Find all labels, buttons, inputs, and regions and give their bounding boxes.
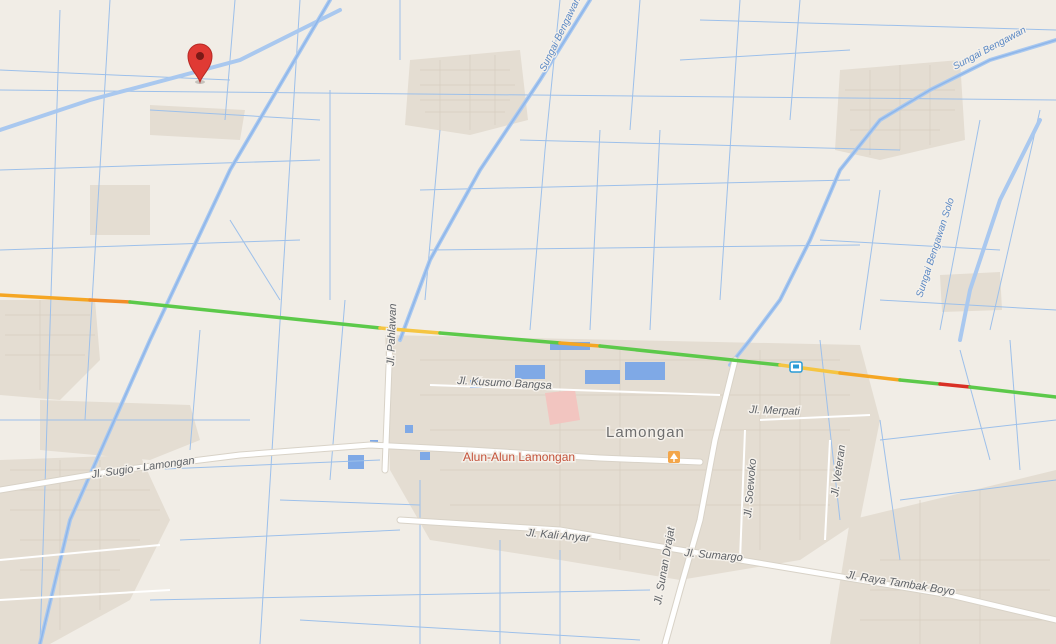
water-bodies [348, 342, 665, 469]
city-label: Lamongan [606, 424, 685, 441]
road-label-kali-anyar: Jl. Kali Anyar [525, 527, 592, 545]
roads [0, 337, 1056, 644]
minor-roads [0, 384, 871, 601]
road-sunan-drajat [662, 357, 738, 644]
road-label-pahlawan: Jl. Pahlawan [385, 303, 399, 367]
hospital-area [545, 390, 580, 425]
road-label-merpati: Jl. Merpati [748, 404, 801, 418]
road-sugio-lamongan [0, 442, 703, 493]
rivers-core [39, 0, 1056, 644]
park-icon[interactable] [668, 451, 680, 463]
poi-label[interactable]: Alun-Alun Lamongan [462, 449, 577, 466]
road-pahlawan [382, 337, 393, 473]
location-pin-icon[interactable] [187, 43, 213, 84]
road-label-kusumo-bangsa: Jl. Kusumo Bangsa [456, 375, 552, 392]
bus-stop-icon[interactable] [789, 361, 803, 373]
road-kali-anyar [397, 517, 1056, 623]
